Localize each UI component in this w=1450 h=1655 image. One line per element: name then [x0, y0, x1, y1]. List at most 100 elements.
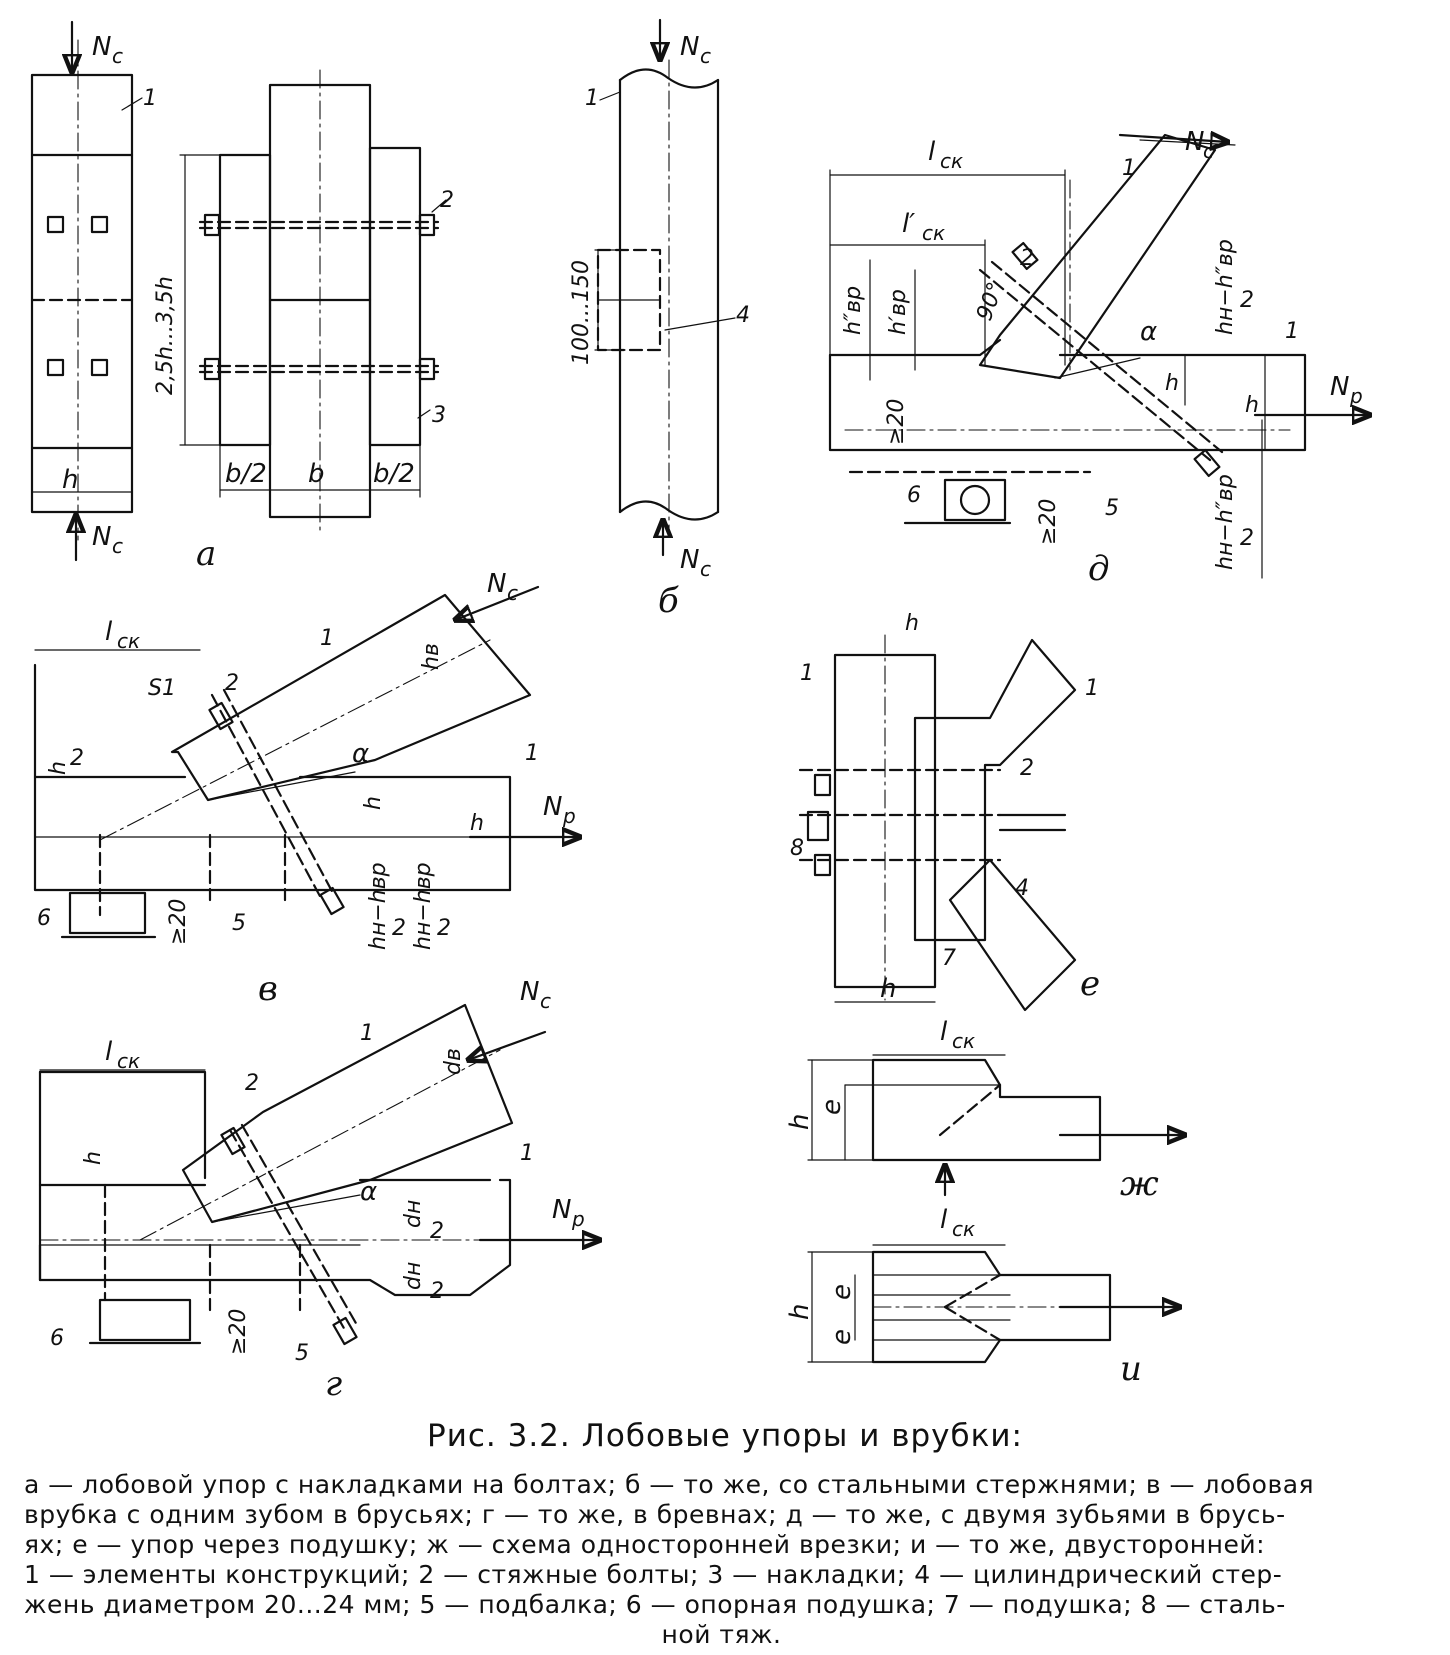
nc-bottom-sub: c: [112, 534, 123, 558]
two-v-a: 2: [70, 746, 84, 771]
marker-5-g: 5: [295, 1341, 309, 1366]
ge20-d-bottom: ≥20: [1036, 499, 1061, 545]
legend-line: а — лобовой упор с накладками на болтах;…: [24, 1470, 1315, 1499]
np-g-sub: p: [571, 1207, 585, 1231]
marker-1-b: 1: [585, 86, 599, 111]
view-label-e: е: [1080, 964, 1100, 1004]
lck-prime-d: l′: [902, 209, 915, 239]
legend-line: жень диаметром 20...24 мм; 5 — подбалка;…: [24, 1590, 1286, 1619]
nc-b-top-sub: c: [700, 44, 711, 68]
view-i: l ск h e e и: [785, 1205, 1180, 1389]
np-d: N: [1330, 372, 1349, 402]
view-zh: l ск h e ж: [785, 1017, 1185, 1204]
nc-top-label: N: [92, 32, 111, 62]
hvr-e: h: [905, 611, 919, 636]
view-label-i: и: [1120, 1349, 1142, 1389]
two-v-c: 2: [437, 916, 451, 941]
marker-7-e: 7: [942, 946, 956, 971]
nc-g: N: [520, 977, 539, 1007]
legend-line: ях; е — упор через подушку; ж — схема од…: [24, 1530, 1266, 1559]
hn-minus-hvr-v1: hн−hвр: [366, 862, 391, 950]
view-label-b: б: [658, 581, 679, 621]
marker-4-e: 4: [1015, 876, 1029, 901]
view-label-g: г: [325, 1364, 342, 1400]
marker-5-v: 5: [232, 911, 246, 936]
marker-1-g: 1: [520, 1141, 534, 1166]
lck-prime-d-sub: ск: [922, 221, 945, 245]
view-b: 100...150 N c N c 1 4 б: [569, 18, 750, 621]
marker-8-e: 8: [790, 836, 804, 861]
marker-4: 4: [736, 303, 750, 328]
nc-b-bottom: N: [680, 545, 699, 575]
marker-6-g: 6: [50, 1326, 64, 1351]
dim-b: b: [308, 459, 325, 489]
view-v: N c N p l ск S1 h 2 h h hв α hн−hвр 2 hн…: [33, 569, 580, 1009]
np-g: N: [552, 1195, 571, 1225]
hvr-2-v: h: [46, 761, 71, 775]
view-g: N c N p l ск h dв α dн 2 dн 2 ≥20 2 1 1 …: [38, 977, 600, 1400]
nc-b-bottom-sub: c: [700, 557, 711, 581]
dn-g-bottom: dн: [401, 1262, 426, 1290]
nc-g-sub: c: [540, 989, 551, 1013]
ge20-g: ≥20: [226, 1309, 251, 1355]
deg-90: 90°: [972, 279, 1009, 324]
e-i-bottom: e: [827, 1329, 857, 1345]
ge20-v: ≥20: [166, 899, 191, 945]
np-d-sub: p: [1349, 384, 1363, 408]
nc-bottom-label: N: [92, 522, 111, 552]
nc-v: N: [487, 569, 506, 599]
lck-v-sub: ск: [117, 629, 140, 653]
lck-d: l: [928, 137, 936, 167]
h-zh: h: [785, 1114, 815, 1130]
marker-1-v-top: 1: [320, 626, 334, 651]
nc-b-top: N: [680, 32, 699, 62]
hvr-dprime: h″вр: [841, 286, 866, 335]
lck-zh: l: [940, 1017, 948, 1047]
marker-1-g-top: 1: [360, 1021, 374, 1046]
range-100-150: 100...150: [569, 260, 594, 365]
alpha-g: α: [360, 1177, 377, 1207]
hv-v: hв: [419, 643, 444, 670]
two-d-top: 2: [1240, 288, 1254, 313]
technical-drawing: h N c N c 1 2,5h...3,5h b/2 b b/2 2 3 а: [30, 18, 1450, 1400]
view-label-zh: ж: [1120, 1164, 1159, 1204]
e-zh: e: [817, 1099, 847, 1115]
nc-d: N: [1185, 127, 1204, 157]
marker-6-v: 6: [37, 906, 51, 931]
marker-1-e-left: 1: [800, 661, 814, 686]
two-g-top: 2: [430, 1219, 444, 1244]
marker-5-d: 5: [1105, 496, 1119, 521]
marker-2-e: 2: [1020, 756, 1034, 781]
marker-1-e-right: 1: [1085, 676, 1099, 701]
marker-1-v: 1: [525, 741, 539, 766]
marker-1p-d: 1: [1122, 156, 1136, 181]
view-label-a: а: [196, 534, 216, 574]
two-d-bottom: 2: [1240, 526, 1254, 551]
hn-minus-hvr-dprime-top: hн−h″вр: [1213, 239, 1238, 335]
marker-2-g: 2: [245, 1071, 259, 1096]
dim-h-e: h: [880, 974, 896, 1004]
view-e: h h 1 1 2 8 4 7 е: [790, 611, 1100, 1012]
two-v-b: 2: [392, 916, 406, 941]
range-25-35: 2,5h...3,5h: [153, 276, 178, 395]
hn-minus-hvr-v2: hн−hвр: [411, 862, 436, 950]
marker-3: 3: [432, 403, 446, 428]
lck-d-sub: ск: [940, 149, 963, 173]
lck-v: l: [105, 617, 113, 647]
alpha-d: α: [1140, 317, 1157, 347]
legend-line: врубка с одним зубом в брусьях; г — то ж…: [24, 1500, 1286, 1529]
marker-6-d: 6: [907, 483, 921, 508]
alpha-v: α: [352, 739, 369, 769]
lck-i-sub: ск: [952, 1217, 975, 1241]
view-d: N c N p l ск l′ ск h″вр h′вр 90° ≥20 ≥20…: [828, 127, 1370, 589]
figure-legend: а — лобовой упор с накладками на болтах;…: [24, 1470, 1419, 1650]
nc-v-sub: c: [507, 581, 518, 605]
dv-g: dв: [441, 1048, 466, 1075]
hn-d: h: [1245, 393, 1259, 418]
dim-b-half-right: b/2: [373, 459, 415, 489]
marker-2-d: 2: [1020, 246, 1034, 271]
view-a: h N c N c 1 2,5h...3,5h b/2 b b/2 2 3 а: [30, 20, 454, 574]
hn-minus-hvr-dprime-bottom: hн−h″вр: [1213, 474, 1238, 570]
marker-2: 2: [440, 188, 454, 213]
np-v: N: [543, 792, 562, 822]
